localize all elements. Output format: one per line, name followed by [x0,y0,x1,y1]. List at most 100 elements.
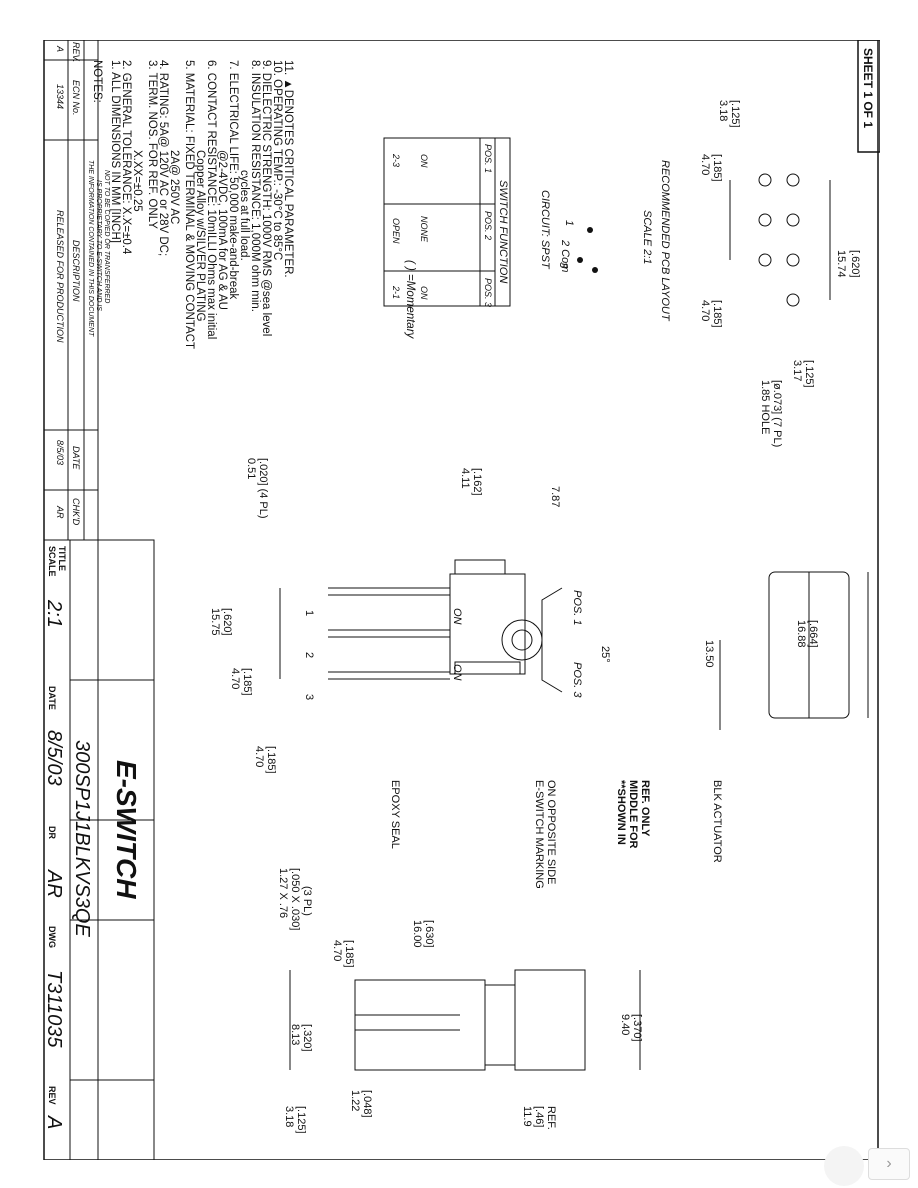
side-dim: 4.11 [459,468,471,489]
note-item: 3. TERM. NOS. FOR REF. ONLY [146,60,158,229]
dr-label: DR [47,826,57,839]
note-item: @2-4VDC, 100mA for AG & AU [216,150,228,310]
note-item: cycles at full load. [238,170,250,261]
shown-note: **SHOWN IN [615,780,627,845]
marking-label: ON OPPOSITE SIDE [545,780,557,885]
pcb-dim: 1.85 HOLE [759,380,771,435]
side-dim: [.162] [471,468,483,496]
pos-label: POS. 1 [571,590,583,626]
pos-label: POS. 3 [571,662,583,698]
side-dim: [.620] [221,608,233,636]
note-item: 6. CONTACT RESISTANCE: 10mILLI Ohms max … [205,60,217,340]
drawing-lines [43,40,880,1160]
pcb-title: RECOMMENDED PCB LAYOUT [659,160,671,321]
terminal-number: 1 [303,610,315,617]
note-item: 2A@ 250V AC [168,150,180,225]
rev-cell: 8/5/03 [55,440,65,466]
rev-cell: 13344 [55,84,65,110]
end-dim: [.048] [361,1090,373,1118]
side-dim: [.185] [265,746,277,774]
proprietary-note: THE INFORMATION CONTAINED IN THIS DOCUME… [87,160,94,337]
circuit-terminal: 1 [563,220,575,227]
end-dim: 9.40 [619,1014,631,1036]
proprietary-note: IS PROPRIETARY TO E-SWITCH AND IS [95,180,102,311]
part-number: 300SP1J1BLKVS3QE [71,740,93,937]
top-dim: 16.88 [795,620,807,648]
marking-label: E-SWITCH MARKING [533,780,545,889]
pcb-dim: 3.17 [791,360,803,382]
end-dim: 4.70 [331,940,343,962]
pcb-dim: [.125] [729,100,741,128]
end-dim: 11.9 [521,1106,533,1127]
end-dim: [.050 X .030] [289,868,301,931]
rev-header: DESCRIPTION [71,240,81,302]
pcb-dim: [.125] [803,360,815,388]
dwg-label: DWG [47,926,57,948]
pcb-scale: SCALE 2:1 [641,210,653,265]
top-dim: [.664] [807,620,819,648]
note-item: 8. INSULATION RESISTANCE: 1,000M ohm min… [249,60,261,313]
switch-value: 2-3 [391,154,401,168]
rev-value: A [43,1116,65,1130]
side-dim: 15.75 [209,608,221,636]
end-dim: [.370] [631,1014,643,1042]
note-item: Copper Alloy w/SILVER PLATING [194,150,206,322]
scale-value: 2:1 [43,600,65,628]
note-item: X.XX=±0.25 [131,150,143,212]
next-page-icon[interactable]: › [868,1148,910,1180]
pcb-dim: [.620] [849,250,861,278]
end-dim: 3.18 [283,1106,295,1128]
note-item: 11. ▲DENOTES CRITICAL PARAMETER. [282,60,294,278]
pcb-dim: 3.18 [717,100,729,122]
note-item: 7. ELECTRICAL LIFE: 50,000 make-and-brea… [227,60,239,300]
pcb-dim: 4.70 [699,300,711,322]
terminal-number: 3 [303,694,315,701]
switch-on-label: ON [419,286,429,300]
scale-label: SCALE [47,546,57,577]
switch-value: OPEN [391,218,401,244]
end-dim: [.46] [533,1106,545,1128]
note-item: 4. RATING: 5A@ 120V AC or 28V DC; [157,60,169,257]
side-dim: 25° [599,646,611,663]
rev-cell: AR [55,506,65,519]
viewer-logo-icon[interactable] [824,1146,864,1186]
end-dim: 8.13 [289,1024,301,1046]
circuit-terminal: 3 [557,262,569,269]
rev-cell: A [55,46,65,53]
pcb-dim: [.185] [711,154,723,182]
date-label: DATE [47,686,57,710]
note-item: 2. GENERAL TOLERANCE: X.X=±0.4 [120,60,132,255]
pcb-dim: 4.70 [699,154,711,176]
end-dim: (3 PL) [301,886,313,916]
epoxy-seal-label: EPOXY SEAL [389,780,401,849]
rev-cell: RELEASED FOR PRODUCTION [55,210,65,343]
shown-note: MIDDLE FOR [627,780,639,849]
switch-function-title: SWITCH FUNCTION [497,180,509,284]
side-dim: 7.87 [549,486,561,508]
end-dim: 16.00 [411,920,423,948]
rev-label: REV [47,1086,57,1105]
side-dim: [.020] (4 PL) [257,458,269,519]
rev-header: CHK'D [71,498,81,526]
end-dim: 1.22 [349,1090,361,1112]
rotated-drawing: SHEET 1 OF 1 NOTES: 1. ALL DIMENSIONS IN… [42,40,880,1160]
notes-heading: NOTES: [91,60,103,103]
side-dim: 4.70 [253,746,265,768]
circuit-title: CIRCUIT: SPST [539,190,551,269]
end-dim: [.630] [423,920,435,948]
end-dim: [.185] [343,940,355,968]
pcb-dim: [ø.073] (7 PL) [771,380,783,448]
on-label: ON [451,664,463,681]
end-dim: 1.27 X .76 [277,868,289,919]
end-dim: [.125] [295,1106,307,1134]
terminal-number: 2 [303,652,315,659]
note-item: 9. DIELECTRIC STRENGTH: 1000V RMS @sea l… [260,60,272,337]
note-item: 5. MATERIAL: FIXED TERMINAL & MOVING CON… [183,60,195,350]
side-dim: 4.70 [229,668,241,690]
rev-header: DATE [71,446,81,470]
side-dim: [.185] [241,668,253,696]
actuator-label: BLK ACTUATOR [711,780,723,863]
date-value: 8/5/03 [43,730,65,786]
momentary-note: ( ) =Momentary [404,260,416,339]
